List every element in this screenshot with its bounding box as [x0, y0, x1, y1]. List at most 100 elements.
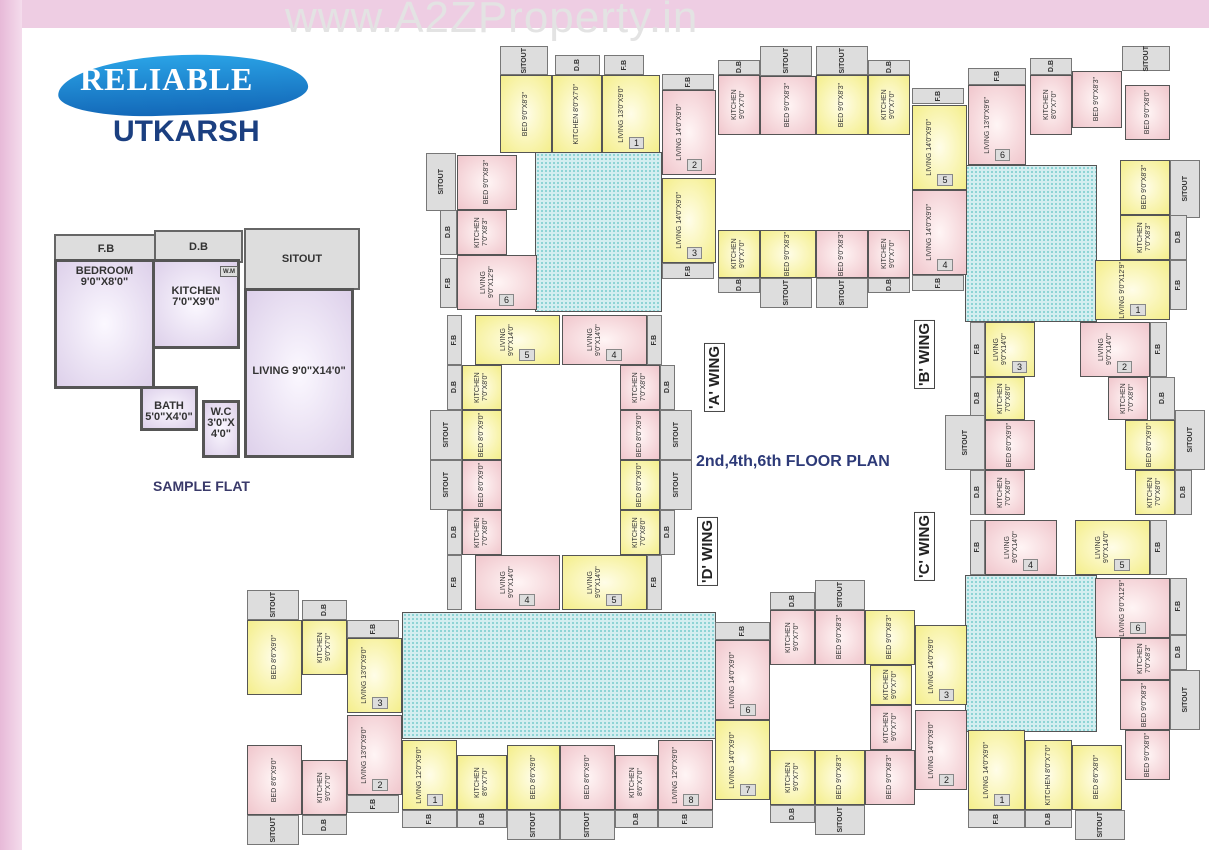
room: BED 9'0"X8'3" — [816, 230, 868, 278]
room-label: LIVING 14'0"X9'0" — [926, 204, 934, 261]
flat-number: 6 — [1130, 622, 1146, 634]
sitout-label: SITOUT — [1181, 687, 1189, 713]
fb-area: F.B — [970, 520, 985, 575]
fb-area: F.B — [658, 810, 713, 828]
fb-label: F.B — [1155, 542, 1162, 553]
room-label: BED 8'6"X9'0" — [529, 755, 537, 800]
room-label: KITCHEN 8'0"X7'0" — [573, 83, 580, 145]
room-label: BED 8'6"X9'0" — [270, 757, 278, 803]
sitout-label: SITOUT — [442, 472, 450, 498]
flat-number: 3 — [686, 247, 702, 259]
sitout-area: SITOUT — [247, 815, 299, 845]
fb-label: F.B — [934, 90, 942, 102]
sitout-label: SITOUT — [530, 812, 537, 838]
lobby-d — [402, 612, 716, 739]
sitout-label: SITOUT — [836, 582, 844, 608]
logo-bottom-text: UTKARSH — [113, 115, 260, 148]
room-label: LIVING 14'0"X9'0" — [983, 741, 991, 799]
room-label: KITCHEN 9'0"X7'0" — [881, 238, 896, 270]
room-label: KITCHEN 8'0"X7'0" — [1043, 89, 1058, 121]
room-label: BED 9'0"X8'3" — [522, 91, 529, 137]
fb-area: F.B — [1150, 322, 1167, 377]
db-label: D.B — [1047, 60, 1055, 73]
fb-label: F.B — [426, 813, 433, 825]
flat-number: 6 — [740, 704, 756, 716]
room: BED 9'0"X8'3" — [865, 610, 915, 665]
room: KITCHEN 8'6"X7'0" — [457, 755, 507, 810]
room-label: BED 9'0"X8'3" — [838, 231, 845, 277]
flat-number: 4 — [606, 349, 622, 361]
wing-label-a: 'A' WING — [704, 343, 725, 412]
room: KITCHEN 7'0"X8'0" — [620, 510, 660, 555]
room-label: BED 9'0"X8'3" — [483, 160, 490, 205]
room-label: BED 8'0"X9'0" — [636, 412, 643, 458]
db-area: D.B — [660, 510, 675, 555]
flat-number: 7 — [740, 784, 756, 796]
fb-label: F.B — [620, 59, 628, 71]
room-label: LIVING 12'0"X9'0" — [416, 746, 424, 804]
sitout-area: SITOUT — [760, 46, 812, 76]
room: KITCHEN 8'0"X7'0" — [1030, 75, 1072, 135]
room: KITCHEN 7'0"X8'0" — [985, 377, 1025, 420]
sitout-area: SITOUT — [815, 580, 865, 610]
lobby-c — [965, 575, 1097, 732]
sample-wm: W.M — [220, 266, 238, 277]
room-label: KITCHEN 9'0"X7'0" — [731, 89, 746, 121]
db-area: D.B — [302, 815, 347, 835]
fb-label: F.B — [651, 334, 658, 346]
room-label: BED 8'6"X8'0" — [1093, 755, 1100, 800]
fb-label: F.B — [974, 542, 981, 553]
db-area: D.B — [770, 592, 815, 610]
room-label: BED 9'0"X8'0" — [1143, 90, 1151, 135]
db-label: D.B — [451, 526, 458, 539]
fb-area: F.B — [970, 322, 985, 377]
room: LIVING 13'0"X9'0"2 — [347, 715, 402, 795]
fb-area: F.B — [912, 275, 964, 291]
room-label: LIVING 9'0"X14'0" — [587, 324, 603, 356]
fb-label: F.B — [993, 71, 1001, 82]
sitout-area: SITOUT — [815, 805, 865, 835]
db-label: D.B — [1175, 646, 1182, 659]
room-label: LIVING 14'0"X9'0" — [926, 119, 934, 176]
sample-flat-title: SAMPLE FLAT — [153, 478, 250, 494]
room-label: BED 9'0"X8'3" — [1093, 77, 1100, 122]
flat-number: 2 — [686, 159, 702, 171]
db-label: D.B — [321, 603, 328, 617]
fb-area: F.B — [347, 620, 399, 638]
room-label: KITCHEN 7'0"X8'0" — [1147, 477, 1162, 508]
flat-number: 8 — [683, 794, 699, 806]
sitout-label: SITOUT — [961, 429, 969, 456]
room: LIVING 14'0"X9'0"3 — [662, 178, 716, 263]
sitout-label: SITOUT — [782, 280, 790, 306]
fb-label: F.B — [451, 334, 458, 346]
db-area: D.B — [447, 510, 462, 555]
db-label: D.B — [445, 226, 452, 239]
flat-number: 4 — [519, 594, 535, 606]
room: BED 9'0"X8'3" — [457, 155, 517, 210]
db-area: D.B — [1170, 635, 1187, 670]
sitout-area: SITOUT — [500, 46, 548, 75]
flat-number: 1 — [994, 794, 1010, 806]
lobby-b — [965, 165, 1097, 322]
sample-living: LIVING 9'0"X14'0" — [244, 288, 354, 458]
flat-number: 5 — [1114, 559, 1130, 571]
sample-bedroom: BEDROOM 9'0"X8'0" — [54, 259, 155, 389]
room-label: BED 9'0"X8'3" — [838, 82, 845, 128]
sitout-label: SITOUT — [269, 817, 277, 843]
db-area: D.B — [1025, 810, 1072, 828]
room-label: LIVING 14'0"X9'0" — [729, 651, 737, 709]
room-label: KITCHEN 8'6"X7'0" — [628, 767, 644, 798]
db-label: D.B — [664, 526, 671, 539]
room: BED 9'0"X8'3" — [500, 75, 552, 153]
room: LIVING 9'0"X14'0"5 — [475, 315, 560, 365]
db-label: D.B — [885, 61, 893, 74]
room: LIVING 14'0"X9'0"3 — [915, 625, 967, 705]
sample-bath: BATH 5'0"X4'0" — [140, 386, 198, 431]
wing-label-d: 'D' WING — [697, 517, 718, 586]
db-label: D.B — [633, 812, 640, 826]
fb-area: F.B — [447, 315, 462, 365]
room: KITCHEN 9'0"X7'0" — [718, 230, 760, 278]
room: LIVING 9'0"X14'0"4 — [562, 315, 647, 365]
sample-flat-plan: F.B D.B SITOUT BEDROOM 9'0"X8'0" KITCHEN… — [52, 228, 360, 466]
db-area: D.B — [868, 278, 910, 293]
